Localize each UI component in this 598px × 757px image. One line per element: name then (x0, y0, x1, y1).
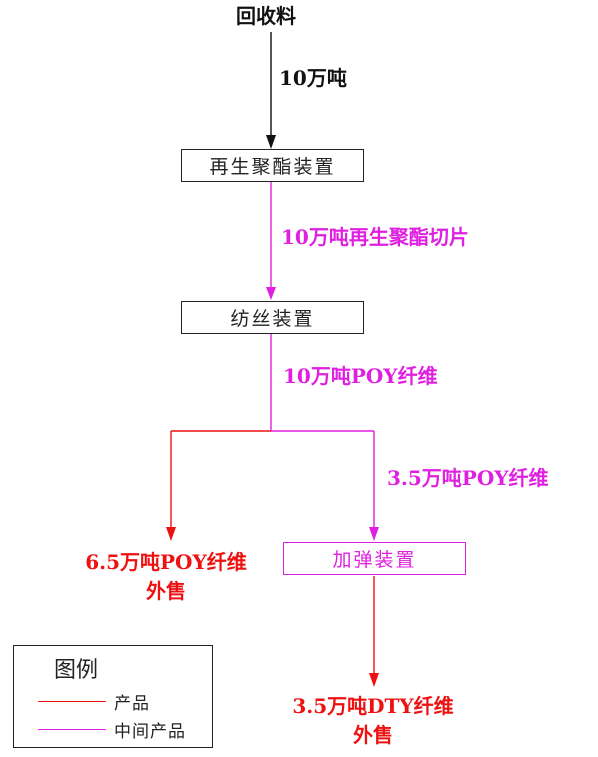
poy-sold-quantity: 6.5万吨POY纤维 (85, 550, 247, 574)
source-quantity-label: 10万吨 (279, 66, 347, 90)
spinning-unit-box: 纺丝装置 (181, 301, 364, 334)
legend-intermediate-label: 中间产品 (114, 721, 186, 742)
legend-product-swatch (38, 700, 106, 702)
legend-box: 图例 产品 中间产品 (13, 645, 213, 748)
texturing-unit-box: 加弹装置 (283, 542, 466, 575)
legend-title: 图例 (54, 658, 99, 683)
arrowhead-polyester-to-spinning (266, 287, 276, 300)
legend-product-label: 产品 (114, 693, 150, 714)
poy-sold-note: 外售 (146, 579, 186, 603)
legend-intermediate-swatch (38, 728, 106, 730)
legend-row-product: 产品 (38, 690, 150, 714)
dty-sold-quantity: 3.5万吨DTY纤维 (292, 694, 454, 718)
poy-to-texturing-label: 3.5万吨POY纤维 (387, 466, 549, 490)
poy-total-label: 10万吨POY纤维 (283, 364, 438, 388)
legend-row-intermediate: 中间产品 (38, 718, 186, 742)
source-label: 回收料 (236, 4, 296, 28)
arrowhead-dty-sold (369, 673, 379, 687)
arrowhead-source-to-polyester (266, 135, 276, 149)
arrowhead-poy-to-texturing (369, 527, 379, 541)
dty-sold-label: 3.5万吨DTY纤维 外售 (273, 694, 473, 747)
arrowhead-poy-sold (166, 527, 176, 541)
chips-flow-label: 10万吨再生聚酯切片 (281, 225, 469, 249)
polyester-unit-box: 再生聚酯装置 (181, 149, 364, 182)
dty-sold-note: 外售 (353, 723, 393, 747)
poy-sold-label: 6.5万吨POY纤维 外售 (66, 550, 266, 603)
